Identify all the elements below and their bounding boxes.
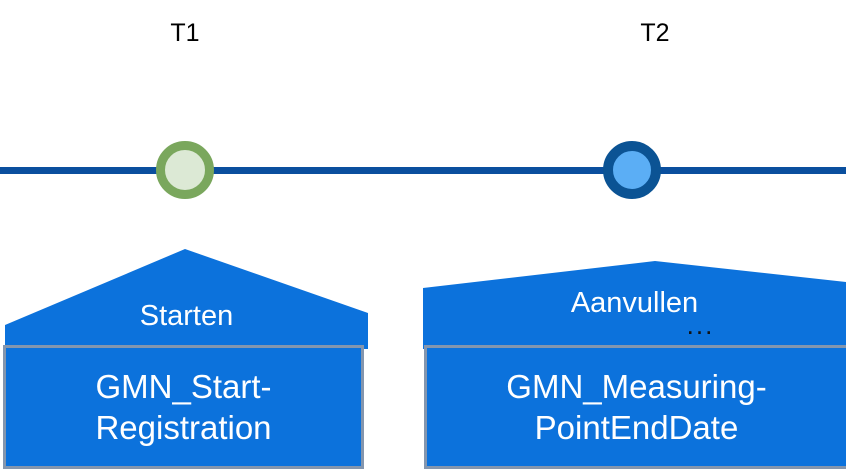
tick-label-t2: T2 <box>640 19 670 47</box>
code-line: Registration <box>95 409 272 446</box>
banner-start-shape <box>5 249 368 349</box>
banner-amend-label: Aanvullen <box>570 287 699 319</box>
milestone-marker-t2[interactable] <box>603 141 661 199</box>
code-line: PointEndDate <box>534 409 739 446</box>
code-line: GMN_Measuring- <box>506 368 767 405</box>
code-line: GMN_Start- <box>95 368 272 405</box>
code-box-amend[interactable]: GMN_Measuring- PointEndDate <box>424 345 846 469</box>
banner-amend-ellipsis: ... <box>686 310 715 340</box>
code-box-start-text: GMN_Start- Registration <box>95 366 271 448</box>
code-box-amend-text: GMN_Measuring- PointEndDate <box>506 366 766 448</box>
banner-amend-shape <box>423 261 846 349</box>
banner-start[interactable]: Starten <box>5 247 368 349</box>
banner-start-label: Starten <box>139 300 234 332</box>
banner-amend[interactable]: Aanvullen ... <box>423 259 846 349</box>
timeline-axis <box>0 167 846 174</box>
tick-label-t1: T1 <box>170 19 200 47</box>
milestone-marker-t1[interactable] <box>156 141 214 199</box>
code-box-start[interactable]: GMN_Start- Registration <box>3 345 364 469</box>
